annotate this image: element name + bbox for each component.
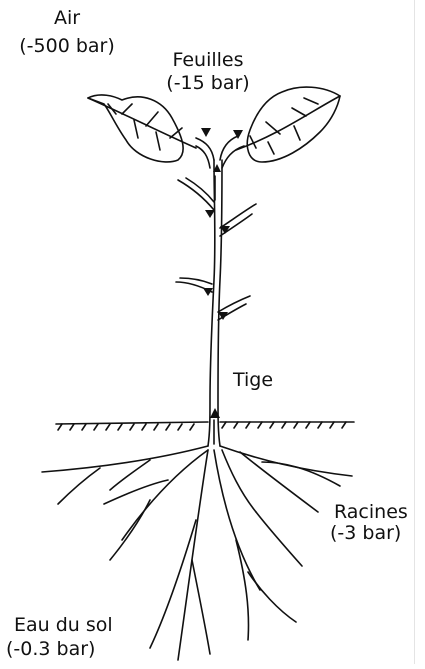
soil-line bbox=[56, 422, 354, 430]
petioles bbox=[196, 136, 244, 168]
label-air: Air bbox=[54, 8, 80, 29]
label-roots-pressure: (-3 bar) bbox=[330, 523, 401, 544]
label-leaves: Feuilles bbox=[172, 50, 243, 71]
label-roots: Racines bbox=[334, 502, 408, 523]
label-leaves-pressure: (-15 bar) bbox=[166, 73, 249, 94]
left-leaf bbox=[88, 95, 196, 162]
stem bbox=[208, 160, 222, 446]
label-soil-water: Eau du sol bbox=[14, 615, 113, 636]
right-border-line bbox=[414, 0, 415, 664]
label-stem: Tige bbox=[233, 370, 273, 391]
label-soil-water-pressure: (-0.3 bar) bbox=[6, 639, 95, 660]
side-branches bbox=[176, 178, 256, 320]
right-leaf bbox=[236, 87, 340, 162]
label-air-pressure: (-500 bar) bbox=[19, 36, 115, 57]
